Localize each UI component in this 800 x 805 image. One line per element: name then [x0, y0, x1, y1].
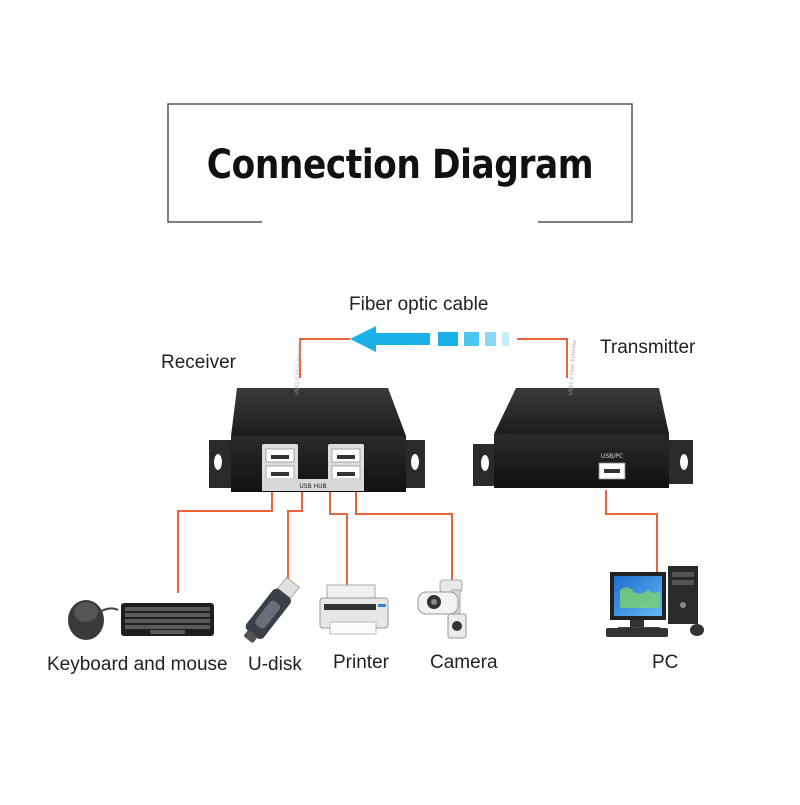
device-label-keyboard-mouse: Keyboard and mouse	[47, 654, 228, 675]
page-title: Connection Diagram	[206, 142, 594, 188]
transmitter-label: Transmitter	[600, 337, 696, 358]
device-label-udisk: U-disk	[248, 654, 302, 675]
usb-drive-icon	[244, 576, 300, 643]
camera-icon	[417, 579, 467, 639]
receiver-port-label: USB HUB	[299, 483, 326, 490]
receiver-label: Receiver	[161, 352, 236, 373]
connector-lines	[177, 490, 658, 593]
title-frame	[167, 103, 633, 223]
line-printer	[329, 492, 348, 586]
device-label-printer: Printer	[333, 652, 389, 673]
line-camera	[355, 492, 453, 586]
transmitter-face-text: USB2.0 Fiber Extender	[568, 338, 578, 395]
printer-icon	[319, 584, 389, 635]
device-label-camera: Camera	[430, 652, 498, 673]
receiver-device	[209, 388, 425, 492]
line-keyboard	[177, 492, 273, 593]
transmitter-device	[473, 388, 693, 488]
transmitter-port-label: USB/PC	[601, 453, 623, 460]
fiber-cable-label: Fiber optic cable	[349, 294, 489, 315]
line-pc	[605, 490, 658, 573]
keyboard-mouse-icon	[68, 600, 214, 640]
receiver-face-text: USB2.0 Fiber Extender	[294, 338, 304, 395]
fiber-direction-arrow	[299, 326, 568, 378]
device-label-pc: PC	[652, 652, 679, 673]
desktop-pc-icon	[606, 566, 704, 637]
line-udisk	[287, 492, 303, 586]
